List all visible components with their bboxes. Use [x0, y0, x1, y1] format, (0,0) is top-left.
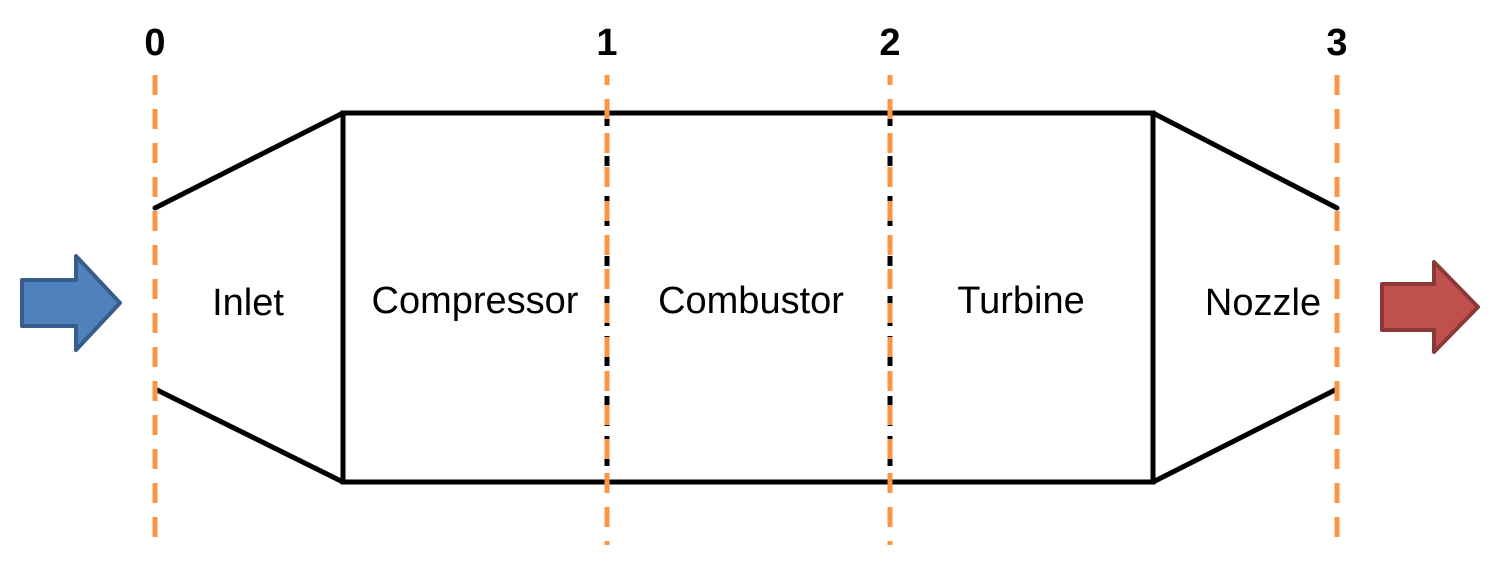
station-label-0: 0	[144, 22, 165, 64]
inlet-lower-wall	[152, 386, 346, 485]
component-label-turbine: Turbine	[957, 280, 1084, 322]
station-label-2: 2	[879, 22, 900, 64]
nozzle-upper-wall	[1150, 110, 1340, 211]
component-label-inlet: Inlet	[212, 282, 284, 324]
inlet-upper-wall	[152, 110, 346, 211]
station-label-1: 1	[596, 22, 617, 64]
inflow-arrow-icon	[20, 254, 122, 352]
core-box	[340, 110, 1156, 485]
outflow-arrow-icon	[1380, 260, 1480, 354]
component-label-compressor: Compressor	[372, 280, 579, 322]
component-label-combustor: Combustor	[658, 280, 844, 322]
station-label-3: 3	[1326, 22, 1347, 64]
component-label-nozzle: Nozzle	[1205, 282, 1321, 324]
nozzle-lower-wall	[1150, 386, 1340, 485]
